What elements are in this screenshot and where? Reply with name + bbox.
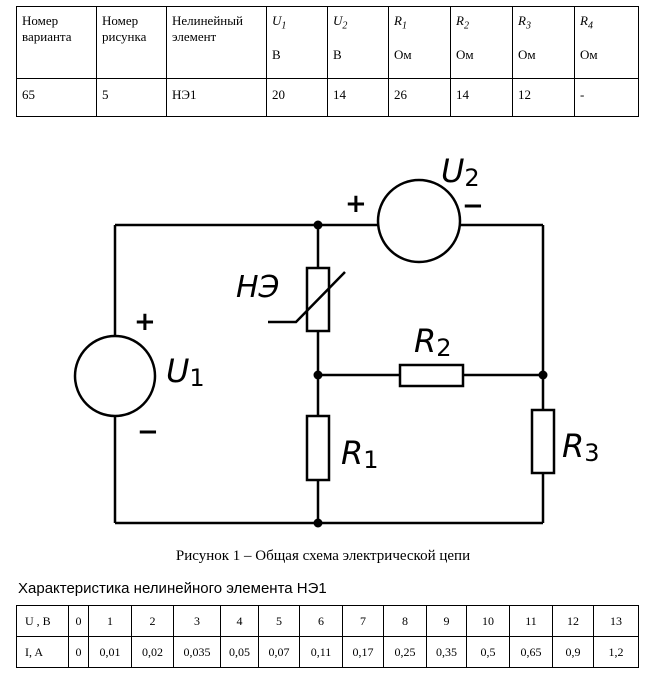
resistor-r3-symbol (530, 408, 556, 475)
circuit-nodes (313, 220, 548, 528)
u2-minus-sign: − (462, 191, 484, 221)
u2-plus-sign: + (345, 189, 367, 219)
voltage-cell: 2 (131, 605, 174, 637)
current-cell: 0,5 (466, 636, 510, 668)
resistor-r2-symbol (398, 363, 465, 388)
current-row-label: I, A (16, 636, 69, 668)
voltage-row: U , B 0 1 2 3 4 5 6 7 8 9 10 11 12 13 (16, 605, 639, 637)
node-dot (313, 518, 323, 528)
u1-plus-sign: + (134, 307, 156, 337)
current-cell: 0,25 (383, 636, 427, 668)
current-cell: 0,9 (552, 636, 594, 668)
source-u1-symbol (73, 334, 157, 418)
value-cell: 5 (96, 78, 167, 117)
u1-minus-sign: − (137, 417, 159, 447)
value-cell: 12 (512, 78, 575, 117)
value-cell: 65 (16, 78, 97, 117)
parameters-header-row: Номер варианта Номер рисунка Нелинейный … (16, 6, 639, 79)
value-cell: 14 (327, 78, 389, 117)
header-variant: Номер варианта (16, 6, 97, 79)
current-cell: 0,17 (342, 636, 384, 668)
current-cell: 0 (68, 636, 89, 668)
current-cell: 0,035 (173, 636, 221, 668)
circuit-wires (113, 223, 545, 525)
current-cell: 0,05 (220, 636, 259, 668)
current-cell: 0,01 (88, 636, 132, 668)
circuit-diagram: + − + − U1 U2 НЭ R2 R1 R3 (73, 152, 600, 528)
voltage-cell: 0 (68, 605, 89, 637)
nonlinear-element-slash (268, 271, 346, 324)
voltage-cell: 9 (426, 605, 467, 637)
voltage-cell: 10 (466, 605, 510, 637)
voltage-cell: 5 (258, 605, 300, 637)
nonlinear-element-label: НЭ (236, 270, 280, 305)
value-cell: - (574, 78, 639, 117)
parameters-table: Номер варианта Номер рисунка Нелинейный … (16, 6, 639, 117)
voltage-cell: 6 (299, 605, 343, 637)
r1-label: R1 (341, 434, 379, 474)
node-dot (313, 370, 323, 380)
current-cell: 0,07 (258, 636, 300, 668)
u2-label: U2 (441, 152, 480, 192)
value-cell: 26 (388, 78, 451, 117)
current-cell: 0,35 (426, 636, 467, 668)
voltage-cell: 12 (552, 605, 594, 637)
voltage-cell: 7 (342, 605, 384, 637)
source-u2-symbol (376, 178, 462, 264)
r3-label: R3 (562, 427, 600, 467)
voltage-cell: 3 (173, 605, 221, 637)
node-dot (313, 220, 323, 230)
value-cell: НЭ1 (166, 78, 267, 117)
current-cell: 0,65 (509, 636, 553, 668)
characteristic-table: U , B 0 1 2 3 4 5 6 7 8 9 10 11 12 13 I,… (16, 605, 639, 668)
current-cell: 0,11 (299, 636, 343, 668)
voltage-row-label: U , B (16, 605, 69, 637)
u1-label: U1 (166, 352, 205, 392)
characteristic-title: Характеристика нелинейного элемента НЭ1 (18, 580, 327, 597)
current-cell: 0,02 (131, 636, 174, 668)
value-cell: 14 (450, 78, 513, 117)
current-cell: 1,2 (593, 636, 639, 668)
header-nonlinear-element: Нелинейный элемент (166, 6, 267, 79)
resistor-r1-symbol (305, 414, 331, 482)
header-figure: Номер рисунка (96, 6, 167, 79)
voltage-cell: 4 (220, 605, 259, 637)
voltage-cell: 8 (383, 605, 427, 637)
node-dot (538, 370, 548, 380)
value-cell: 20 (266, 78, 328, 117)
voltage-cell: 1 (88, 605, 132, 637)
r2-label: R2 (414, 322, 452, 362)
parameters-value-row: 65 5 НЭ1 20 14 26 14 12 - (16, 78, 639, 117)
voltage-cell: 13 (593, 605, 639, 637)
current-row: I, A 0 0,01 0,02 0,035 0,05 0,07 0,11 0,… (16, 636, 639, 668)
figure-caption: Рисунок 1 – Общая схема электрической це… (175, 548, 471, 564)
voltage-cell: 11 (509, 605, 553, 637)
